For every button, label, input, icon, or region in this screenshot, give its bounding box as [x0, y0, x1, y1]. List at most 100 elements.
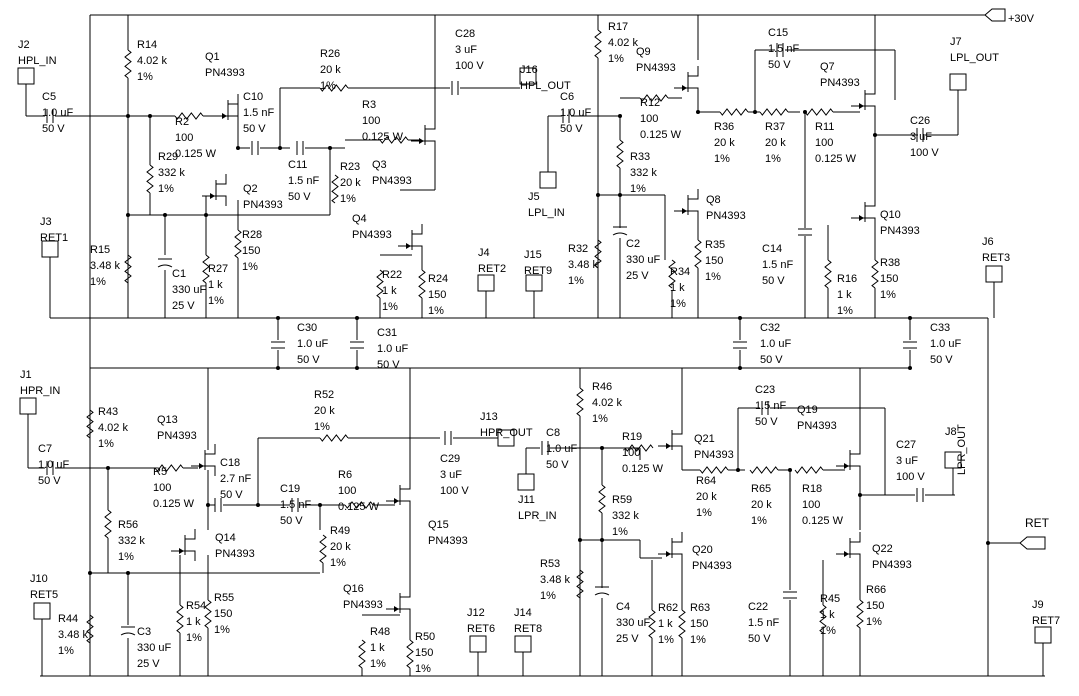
- resistor-r6: [344, 501, 374, 509]
- return-rail-flag: [1019, 536, 1046, 550]
- return-label: RET: [1025, 516, 1050, 530]
- resistor-r15: [124, 254, 132, 284]
- connector-j1: [19, 397, 37, 415]
- label-j8: J8: [945, 426, 957, 438]
- jfet-q13: [191, 444, 216, 476]
- resistor-r24: [418, 269, 426, 299]
- capacitor-c10: [251, 141, 259, 155]
- capacitor-c5: [46, 109, 54, 123]
- resistor-r23: [331, 174, 339, 204]
- resistor-r64: [699, 466, 729, 474]
- connector-j15: [525, 274, 543, 292]
- resistor-r35: [694, 239, 702, 269]
- label-j8-name: LPR_OUT: [956, 424, 968, 475]
- capacitor-c28: [451, 81, 459, 95]
- jfet-q10: [851, 196, 876, 228]
- capacitor-c27: [916, 488, 924, 502]
- resistor-r62: [648, 609, 656, 639]
- resistor-r32: [594, 239, 602, 269]
- connector-j4: [477, 274, 495, 292]
- resistor-r53: [576, 569, 584, 599]
- resistor-r26: [319, 84, 349, 92]
- resistor-r54: [176, 604, 184, 634]
- jfet-q19: [836, 444, 861, 476]
- resistor-r66: [856, 599, 864, 629]
- resistor-r49: [319, 534, 327, 564]
- connector-j13: [497, 429, 515, 447]
- jfet-q16: [386, 587, 411, 619]
- resistor-r27: [202, 254, 210, 284]
- resistor-r37: [759, 108, 789, 116]
- capacitor-c23: [761, 401, 769, 415]
- resistor-r38: [871, 259, 879, 289]
- components: [17, 8, 1052, 669]
- capacitor-c4: [594, 586, 610, 596]
- connector-j8: [944, 451, 962, 469]
- capacitor-c19: [291, 498, 299, 512]
- resistor-r2: [174, 112, 204, 120]
- resistor-r36: [719, 108, 749, 116]
- connector-j6: [985, 265, 1003, 283]
- connector-j9: [1034, 626, 1052, 644]
- resistor-r44: [86, 614, 94, 644]
- capacitor-c8: [541, 441, 549, 455]
- resistor-r45: [819, 604, 827, 634]
- jfet-q15: [386, 479, 411, 511]
- supply-rail-flag: [984, 8, 1006, 22]
- connector-j7: [949, 73, 967, 91]
- capacitor-c26: [916, 128, 924, 142]
- resistor-r55: [204, 599, 212, 629]
- resistor-r52: [319, 434, 349, 442]
- resistor-r17: [594, 29, 602, 59]
- resistor-r56: [104, 509, 112, 539]
- capacitor-c15: [776, 43, 784, 57]
- resistor-r22: [376, 269, 384, 299]
- resistor-r50: [406, 639, 414, 669]
- resistor-r59: [598, 484, 606, 514]
